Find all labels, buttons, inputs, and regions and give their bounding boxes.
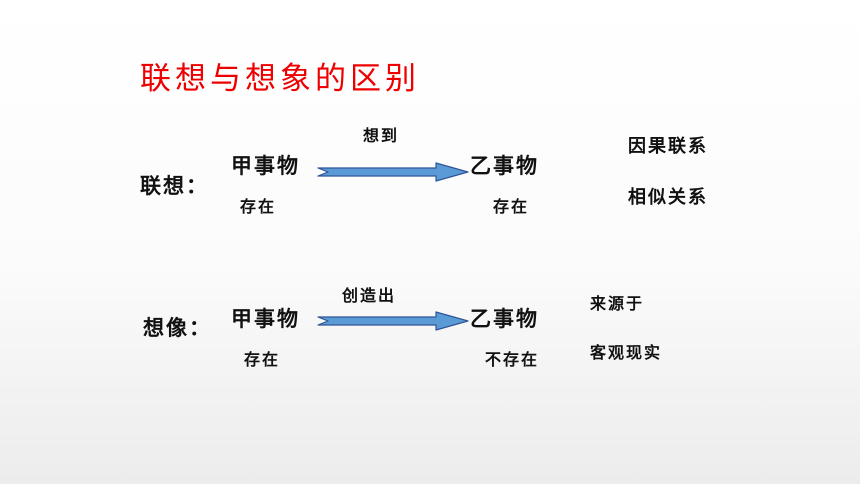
imagination-from-status: 存在 bbox=[244, 350, 281, 369]
association-label: 联想： bbox=[140, 174, 209, 198]
slide-title: 联想与想象的区别 bbox=[140, 61, 420, 97]
imagination-to-item: 乙事物 bbox=[470, 307, 539, 331]
association-from-item: 甲事物 bbox=[231, 154, 300, 178]
imagination-note-2: 客观现实 bbox=[590, 343, 663, 362]
association-from-status: 存在 bbox=[240, 197, 277, 216]
imagination-arrow bbox=[317, 311, 470, 331]
imagination-verb: 创造出 bbox=[342, 286, 397, 305]
association-to-item: 乙事物 bbox=[470, 154, 539, 178]
association-note-2: 相似关系 bbox=[628, 187, 708, 208]
association-note-1: 因果联系 bbox=[628, 136, 708, 157]
association-arrow bbox=[317, 162, 470, 182]
imagination-note-1: 来源于 bbox=[590, 294, 645, 313]
imagination-label: 想像： bbox=[143, 316, 212, 340]
imagination-from-item: 甲事物 bbox=[231, 307, 300, 331]
association-verb: 想到 bbox=[363, 126, 400, 145]
imagination-to-status: 不存在 bbox=[485, 350, 540, 369]
association-to-status: 存在 bbox=[493, 197, 530, 216]
